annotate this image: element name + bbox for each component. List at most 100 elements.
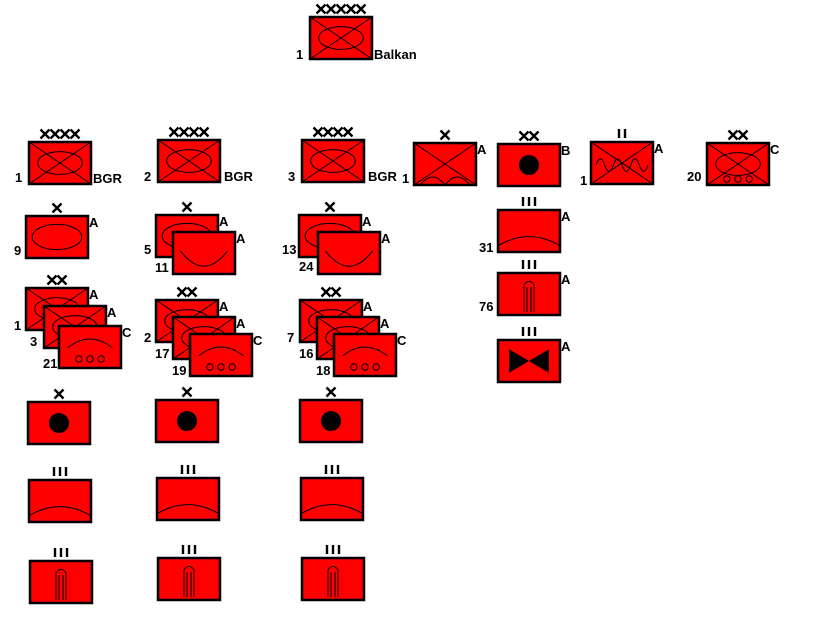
- unit-designation: 3: [30, 334, 37, 349]
- infantry-cross-line: [309, 16, 373, 60]
- echelon-x-mark: [315, 3, 327, 15]
- echelon-x-mark: [330, 286, 342, 298]
- unit-designation: 13: [282, 242, 296, 257]
- wheel-mark: [86, 355, 94, 363]
- echelon-x-mark: [727, 129, 739, 141]
- rocket-icon: [526, 287, 532, 312]
- infantry-cross-line: [28, 141, 92, 185]
- echelon-x-mark: [324, 201, 336, 213]
- unit-u-20c: 20C: [687, 129, 780, 187]
- unit-designation: 1: [296, 47, 303, 62]
- mountain-arc: [28, 506, 92, 517]
- artillery-dot-icon: [321, 411, 341, 431]
- echelon-x-mark: [51, 202, 63, 214]
- unit-frame: [299, 476, 365, 522]
- unit-frame: [156, 556, 222, 602]
- unit-frame: [24, 214, 90, 260]
- unit-suffix: C: [397, 333, 407, 348]
- unit-designation: 7: [287, 330, 294, 345]
- unit-designation: 21: [43, 356, 57, 371]
- mountain-arc: [419, 176, 471, 186]
- infantry-cross-line: [301, 139, 365, 183]
- echelon-x-mark: [39, 128, 51, 140]
- armor-oval: [318, 26, 364, 50]
- bowtie-icon: [509, 349, 549, 373]
- wheel-mark: [723, 175, 731, 183]
- armor-oval: [67, 338, 113, 349]
- echelon-x-mark: [312, 126, 324, 138]
- rocket-icon: [58, 575, 64, 600]
- unit-designation: 1: [14, 318, 21, 333]
- echelon-x-mark: [439, 129, 451, 141]
- unit-suffix: C: [770, 142, 780, 157]
- unit-designation: 11: [155, 260, 169, 275]
- rocket-icon: [186, 572, 192, 597]
- unit-suffix: A: [89, 215, 99, 230]
- echelon-x-mark: [345, 3, 357, 15]
- artillery-dot-icon: [519, 155, 539, 175]
- unit-frame: [27, 478, 93, 524]
- echelon-x-mark: [335, 3, 347, 15]
- unit-designation: 17: [155, 346, 169, 361]
- wheel-mark: [217, 363, 225, 371]
- unit-frame: [316, 230, 382, 276]
- echelon-x-mark: [355, 3, 367, 15]
- unit-suffix: A: [107, 305, 117, 320]
- rocket-icon: [327, 565, 339, 597]
- echelon-x-mark: [53, 388, 65, 400]
- unit-suffix: A: [654, 141, 664, 156]
- echelon-x-mark: [322, 126, 334, 138]
- armor-oval: [166, 149, 212, 173]
- unit-u-art-col2: [154, 386, 220, 444]
- rocket-icon: [523, 280, 535, 312]
- unit-u-21c: 21C: [43, 324, 132, 371]
- artillery-dot-icon: [177, 411, 197, 431]
- infantry-cross-line: [706, 142, 770, 186]
- unit-suffix: A: [561, 339, 571, 354]
- unit-u-rkt-col2: [156, 545, 222, 602]
- unit-u-mtn-col1: [27, 467, 93, 524]
- unit-designation: 2: [144, 169, 151, 184]
- artillery-dot-icon: [49, 413, 69, 433]
- wheel-mark: [97, 355, 105, 363]
- wheel-mark: [372, 363, 380, 371]
- armor-oval: [31, 223, 83, 251]
- unit-designation: 1: [15, 170, 22, 185]
- wheel-mark: [350, 363, 358, 371]
- wave-line: [595, 158, 649, 172]
- echelon-x-mark: [186, 286, 198, 298]
- armor-oval: [180, 250, 228, 267]
- echelon-x-mark: [176, 286, 188, 298]
- echelon-x-mark: [188, 126, 200, 138]
- unit-suffix: A: [477, 142, 487, 157]
- unit-designation: 3: [288, 169, 295, 184]
- wheel-mark: [75, 355, 83, 363]
- unit-suffix: C: [253, 333, 263, 348]
- echelon-x-mark: [325, 386, 337, 398]
- echelon-x-mark: [737, 129, 749, 141]
- unit-designation: 1: [580, 173, 587, 188]
- unit-suffix: BGR: [93, 171, 123, 186]
- unit-suffix: A: [561, 272, 571, 287]
- unit-designation: 9: [14, 243, 21, 258]
- unit-frame: [496, 271, 562, 317]
- armor-oval: [325, 250, 373, 267]
- unit-designation: 31: [479, 240, 493, 255]
- echelon-x-mark: [69, 128, 81, 140]
- echelon-x-mark: [168, 126, 180, 138]
- unit-suffix: A: [380, 316, 390, 331]
- wheel-mark: [734, 175, 742, 183]
- rocket-icon: [330, 572, 336, 597]
- unit-suffix: A: [362, 214, 372, 229]
- infantry-cross-line: [157, 139, 221, 183]
- unit-suffix: A: [363, 299, 373, 314]
- infantry-cross-line: [590, 141, 654, 185]
- unit-suffix: BGR: [224, 169, 254, 184]
- unit-u-rkt-col3: [300, 545, 366, 602]
- unit-u-24a: 24A: [299, 230, 391, 276]
- rocket-icon: [183, 565, 195, 597]
- rocket-icon: [55, 568, 67, 600]
- wheel-mark: [206, 363, 214, 371]
- echelon-x-mark: [320, 286, 332, 298]
- echelon-x-mark: [46, 274, 58, 286]
